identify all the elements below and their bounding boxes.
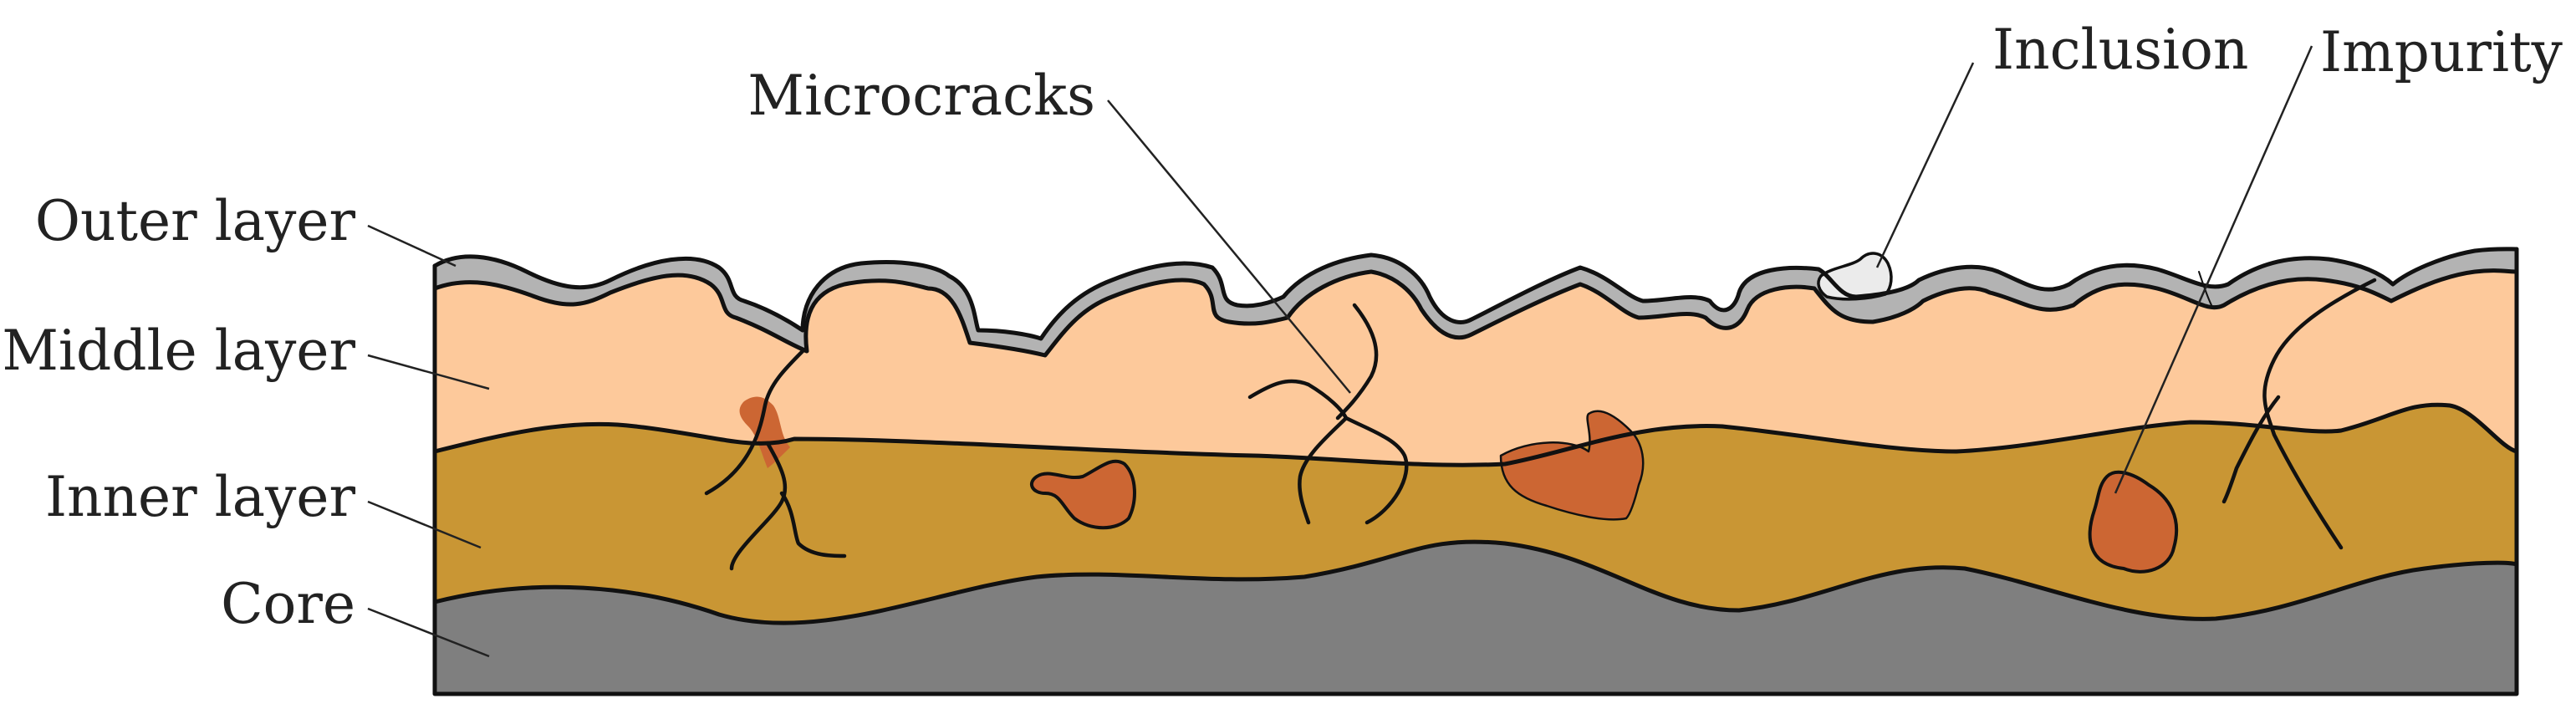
inclusion-leader: [1877, 63, 1973, 268]
outer-layer-label: Outer layer: [35, 189, 356, 253]
outer-layer-leader: [368, 226, 456, 266]
inner-layer-label: Inner layer: [45, 465, 355, 529]
microcracks-label: Microcracks: [747, 64, 1095, 128]
middle-layer-label: Middle layer: [2, 319, 355, 383]
inclusion-label: Inclusion: [1992, 18, 2248, 82]
impurity-label: Impurity: [2320, 20, 2563, 84]
core-label: Core: [221, 572, 355, 636]
